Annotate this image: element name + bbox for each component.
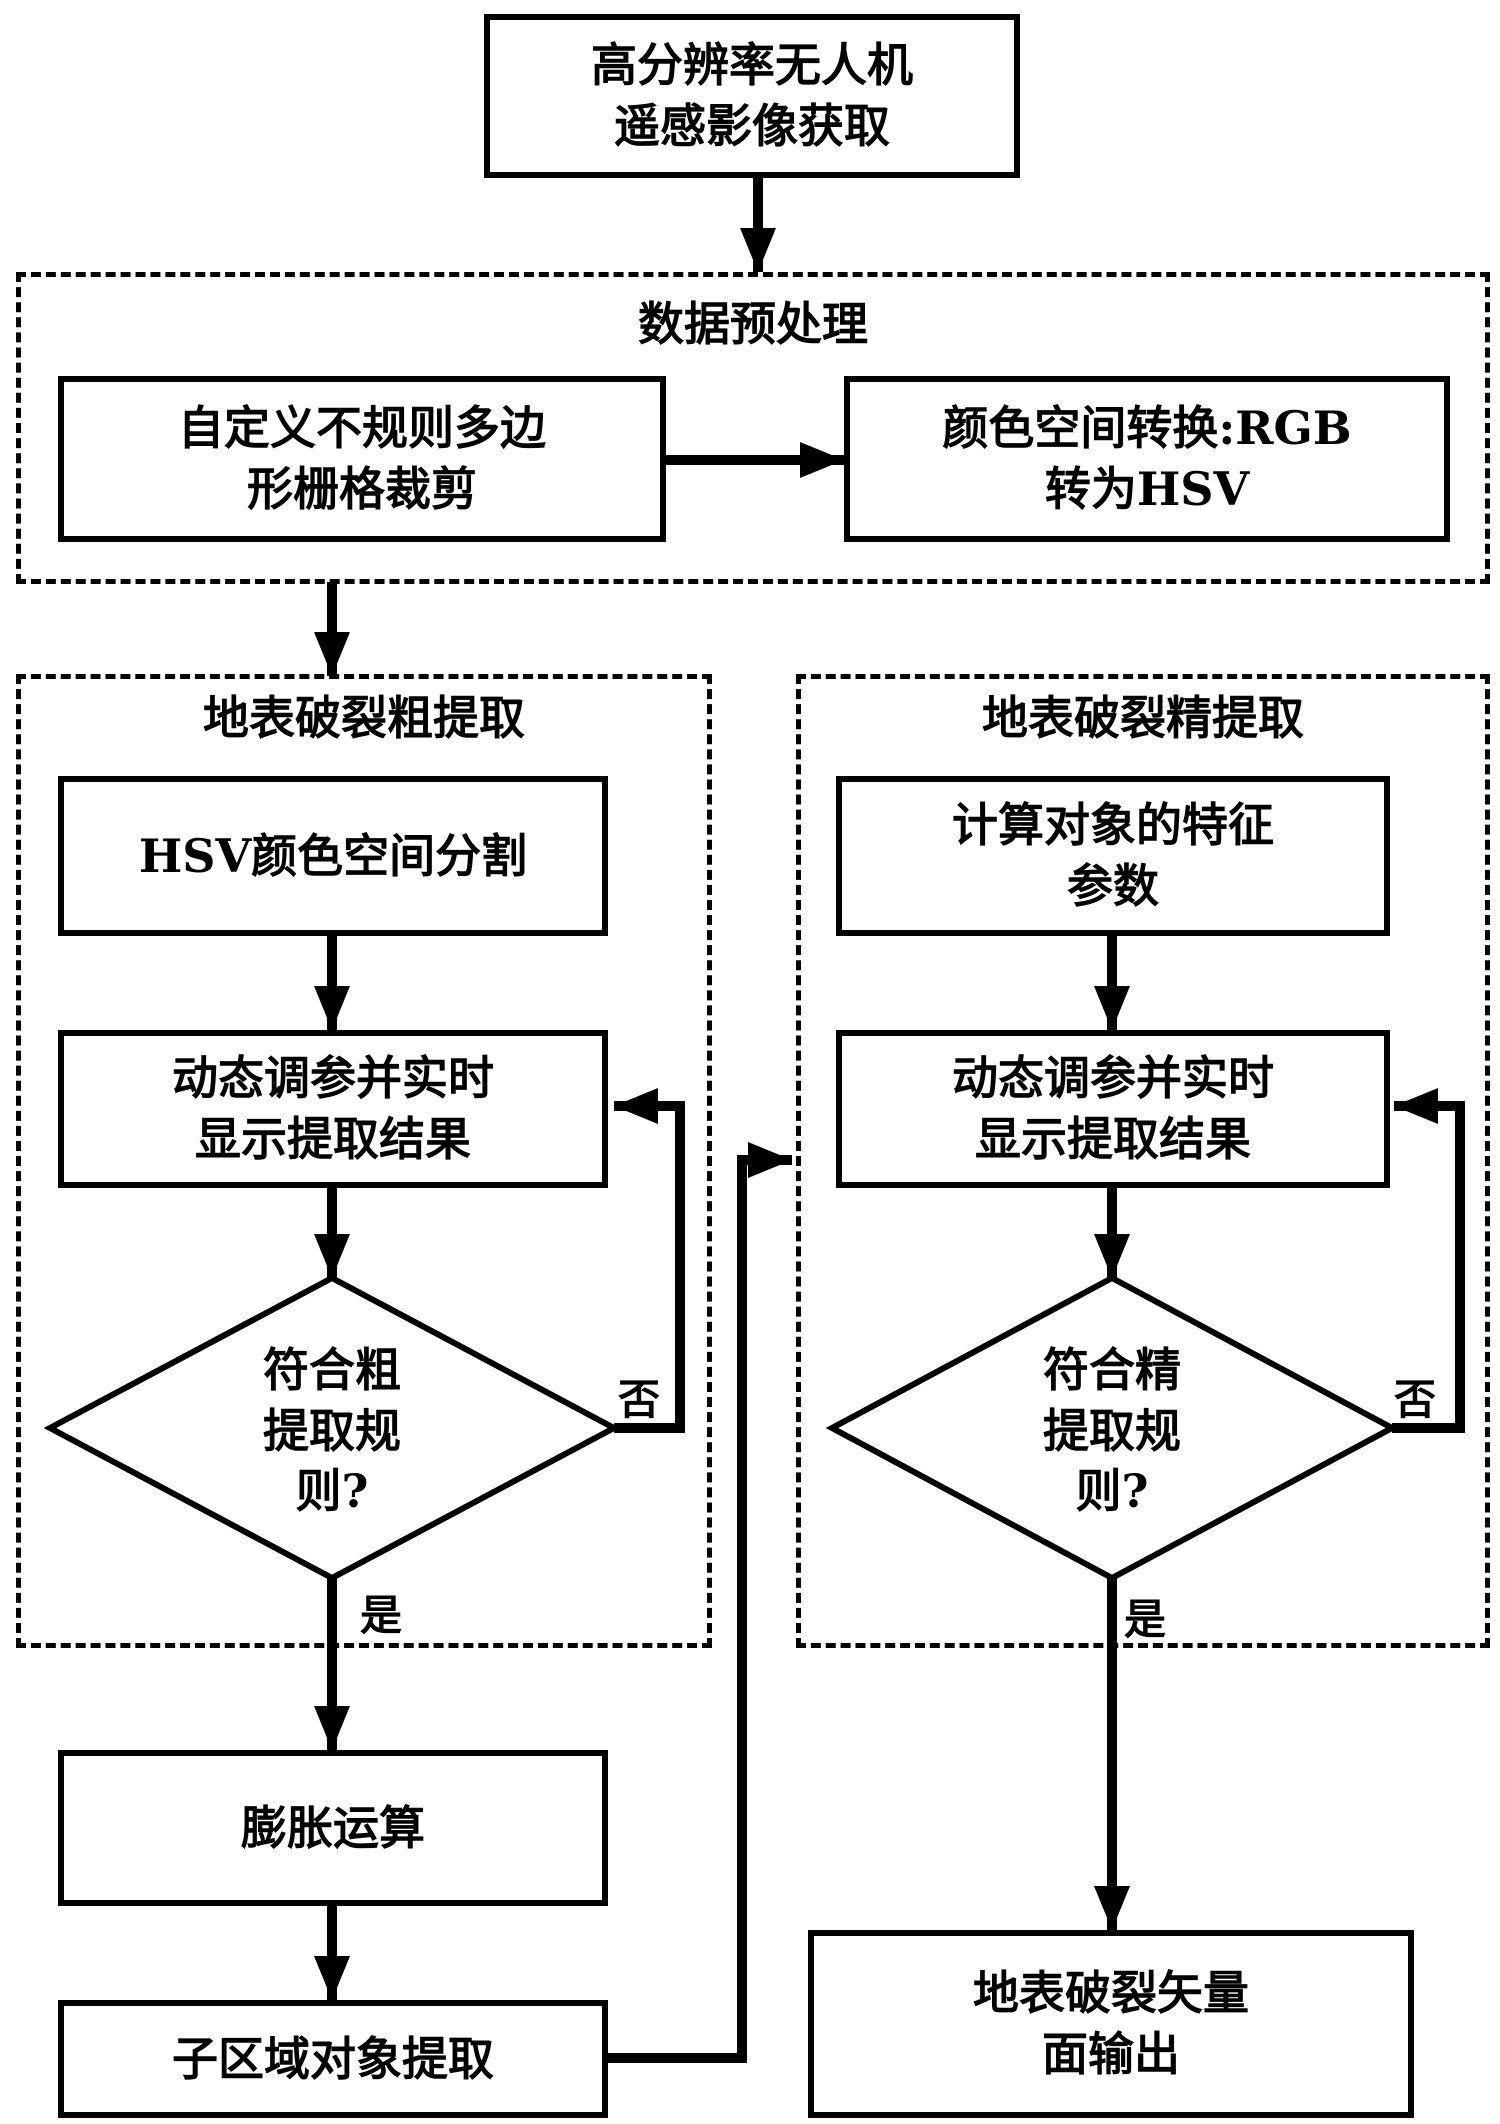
hsv-segment-box: HSV颜色空间分割 [58,776,608,936]
clip-box: 自定义不规则多边 形栅格裁剪 [58,376,666,542]
arrow-fine-no-loop [1392,1088,1465,1433]
coarse-extraction-group [16,674,712,1648]
fine-group-title: 地表破裂精提取 [982,691,1304,745]
coarse-decision-label: 符合粗 提取规 则? [263,1343,401,1519]
hsv-segment-label: HSV颜色空间分割 [138,828,528,883]
fine-extraction-group [796,674,1490,1648]
arrow-subregion-to-fine-adjust [608,1142,792,2063]
fine-yes-label: 是 [1124,1595,1167,1644]
fine-adjust-label: 动态调参并实时 显示提取结果 [952,1051,1274,1166]
acquire-box: 高分辨率无人机 遥感影像获取 [484,14,1020,178]
coarse-yes-label: 是 [360,1591,403,1640]
color-convert-label: 颜色空间转换:RGB 转为HSV [942,401,1352,516]
arrow-coarse-no-loop [614,1088,685,1433]
coarse-no-label: 否 [618,1375,661,1424]
output-label: 地表破裂矢量 面输出 [973,1966,1249,2081]
preprocess-group-title: 数据预处理 [638,297,868,351]
coarse-adjust-label: 动态调参并实时 显示提取结果 [172,1051,494,1166]
output-box: 地表破裂矢量 面输出 [808,1930,1414,2118]
clip-label: 自定义不规则多边 形栅格裁剪 [178,401,546,516]
coarse-group-title: 地表破裂粗提取 [203,691,525,745]
preprocess-group [16,272,1490,584]
fine-decision-label: 符合精 提取规 则? [1043,1343,1181,1519]
fine-no-label: 否 [1394,1375,1437,1424]
subregion-label: 子区域对象提取 [172,2031,494,2086]
features-box: 计算对象的特征 参数 [836,776,1390,936]
acquire-label: 高分辨率无人机 遥感影像获取 [591,38,913,153]
color-convert-box: 颜色空间转换:RGB 转为HSV [844,376,1450,542]
features-label: 计算对象的特征 参数 [952,798,1274,913]
coarse-adjust-box: 动态调参并实时 显示提取结果 [58,1030,608,1188]
fine-adjust-box: 动态调参并实时 显示提取结果 [836,1030,1390,1188]
subregion-box: 子区域对象提取 [58,2000,608,2118]
dilation-box: 膨胀运算 [58,1750,608,1906]
dilation-label: 膨胀运算 [241,1800,425,1855]
